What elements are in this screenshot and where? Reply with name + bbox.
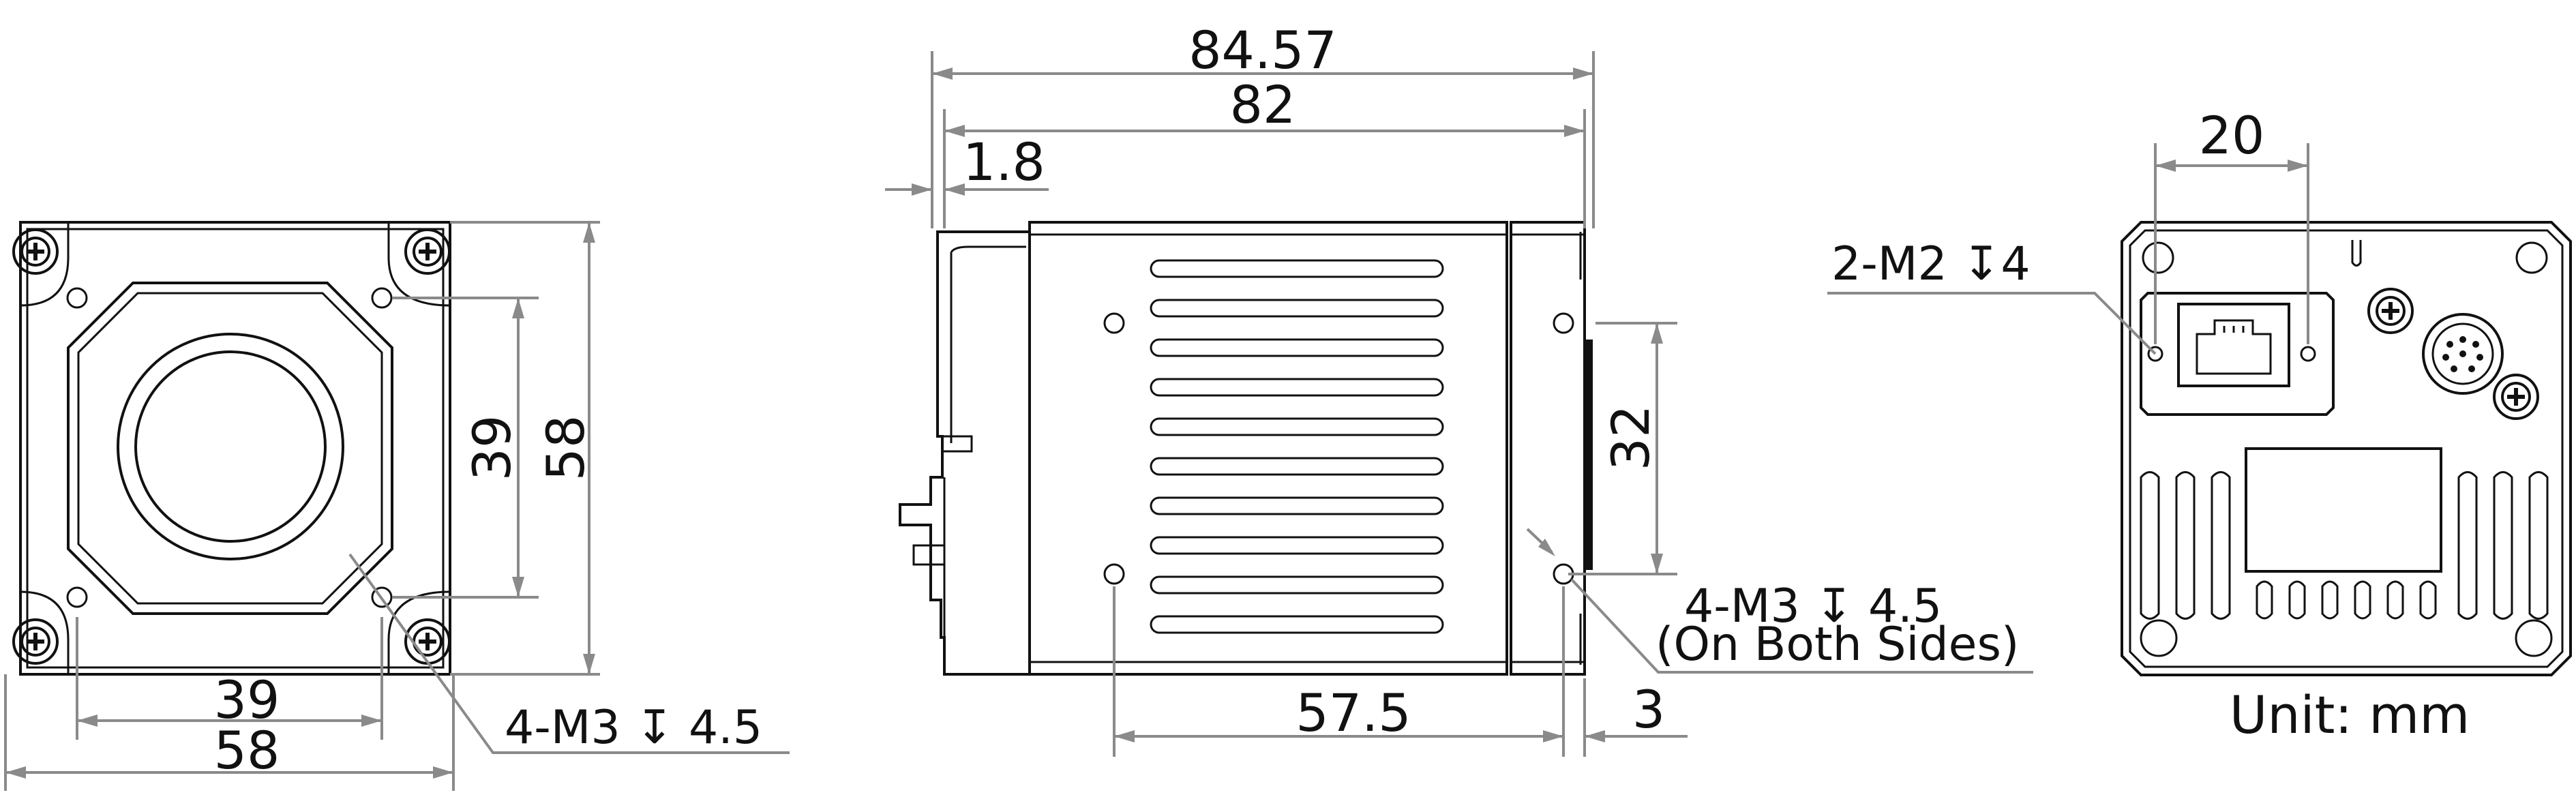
mounting-hole — [371, 586, 393, 608]
hole-note-line2: (On Both Sides) — [1656, 618, 2019, 672]
hole-note-line1: 4-M3 ↧ 4.5 — [1684, 580, 1942, 633]
mounting-hole — [1103, 563, 1125, 585]
dim-body-length: 82 — [1230, 74, 1296, 135]
side-back-section — [1510, 221, 1586, 676]
dim-flange: 1.8 — [963, 132, 1045, 192]
dim-height-holes: 32 — [1600, 405, 1661, 471]
dim-height-outer: 58 — [535, 415, 596, 481]
label-area — [2245, 447, 2442, 573]
mounting-hole — [2147, 346, 2163, 362]
side-view: 84.57 82 1.8 32 57.5 3 4- — [885, 20, 2033, 757]
mounting-hole — [2300, 346, 2316, 362]
mounting-hole — [66, 287, 88, 309]
screw-icon — [2494, 375, 2538, 419]
vent-slots — [1150, 259, 1444, 634]
heat-fins — [2140, 471, 2549, 620]
side-body — [1028, 221, 1508, 676]
hole-note-leader — [1570, 578, 2033, 674]
mounting-hole — [1553, 312, 1574, 334]
lens-mount-ring — [117, 333, 344, 560]
dim-hole-spacing: 57.5 — [1296, 682, 1411, 743]
ethernet-port — [2140, 292, 2335, 416]
hole-note: 4-M3 ↧ 4.5 — [505, 701, 762, 755]
lens-mount-plate — [67, 282, 393, 615]
dim-offset: 3 — [1632, 679, 1665, 740]
rear-housing-outline — [2121, 221, 2572, 676]
side-flange — [899, 230, 1031, 676]
dim-total-length: 84.57 — [1188, 20, 1337, 80]
front-view: 58 39 39 58 4-M3 ↧ 4.5 — [4, 221, 790, 791]
dim-width-holes: 39 — [214, 670, 280, 730]
hole-note-leader — [348, 553, 790, 754]
mounting-hole — [66, 586, 88, 608]
connector-icon — [2422, 313, 2504, 395]
hole-note: 2-M2 ↧4 — [1831, 237, 2031, 291]
screw-icon — [2369, 289, 2412, 333]
mounting-hole — [371, 287, 393, 309]
unit-label: Unit: mm — [2230, 685, 2470, 745]
dim-height-holes: 39 — [462, 415, 522, 481]
dim-width-outer: 58 — [214, 720, 280, 781]
ethernet-port-icon — [2177, 303, 2290, 387]
mounting-hole — [1103, 312, 1125, 334]
dim-hole-spacing: 20 — [2199, 105, 2265, 166]
rear-view: 20 2-M2 ↧4 Unit: mm — [1827, 105, 2572, 745]
hole-note-leader — [1827, 292, 2157, 355]
